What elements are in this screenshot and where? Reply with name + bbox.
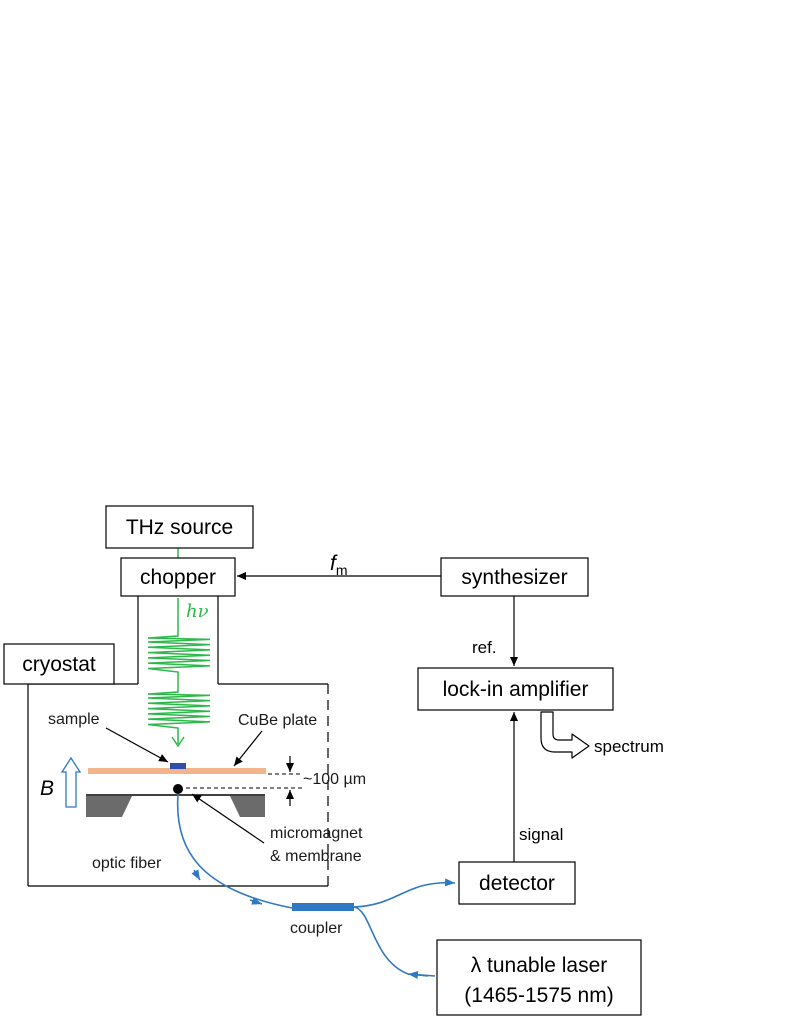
synthesizer-label: synthesizer	[461, 566, 567, 589]
coupler	[292, 903, 354, 911]
lock-in-amplifier-label: lock-in amplifier	[443, 678, 589, 701]
lock-in-amplifier-box	[417, 667, 614, 711]
gap-label: ~100 µm	[303, 771, 366, 788]
spectrum-label: spectrum	[594, 737, 664, 756]
cube-plate	[88, 768, 266, 774]
laser-label-line1: λ tunable laser	[471, 954, 608, 977]
thz-source-box	[105, 505, 254, 549]
waveguide-tube	[137, 596, 219, 684]
fiber-from-laser	[353, 906, 436, 977]
b-field-arrow	[60, 756, 82, 808]
sample-pointer	[105, 727, 169, 763]
coupler-label: coupler	[290, 920, 343, 937]
fiber-to-detector	[353, 878, 456, 908]
laser-label-line2: (1465-1575 nm)	[464, 984, 613, 1007]
micromagnet-label-line2: & membrane	[270, 848, 362, 865]
thz-source-label: THz source	[126, 516, 233, 539]
chopper-box	[120, 557, 236, 597]
h-nu-label: hν	[186, 601, 209, 622]
sample	[170, 763, 186, 769]
cryostat-label: cryostat	[22, 653, 96, 676]
micromagnet-label-line1: micromagnet	[270, 825, 363, 842]
cryostat-box	[3, 643, 115, 685]
thz-wave: hν	[147, 598, 211, 748]
b-field-label: B	[40, 777, 54, 800]
detector-box	[458, 861, 576, 905]
micromagnet	[173, 784, 183, 794]
spectrum-arrow	[540, 711, 590, 759]
cube-plate-pointer	[233, 730, 263, 767]
membrane-support-right	[230, 796, 265, 817]
signal-label: signal	[519, 825, 563, 844]
synthesizer-box	[440, 557, 589, 597]
cube-plate-label: CuBe plate	[238, 712, 317, 729]
sample-label: sample	[48, 711, 100, 728]
ref-label: ref.	[472, 638, 497, 657]
micromagnet-pointer	[191, 793, 265, 844]
laser-box	[436, 939, 642, 1016]
fm-label: fm	[330, 552, 348, 578]
optic-fiber-label: optic fiber	[92, 855, 162, 872]
membrane-support-left	[86, 796, 132, 817]
chopper-label: chopper	[140, 566, 216, 589]
detector-label: detector	[479, 872, 555, 895]
